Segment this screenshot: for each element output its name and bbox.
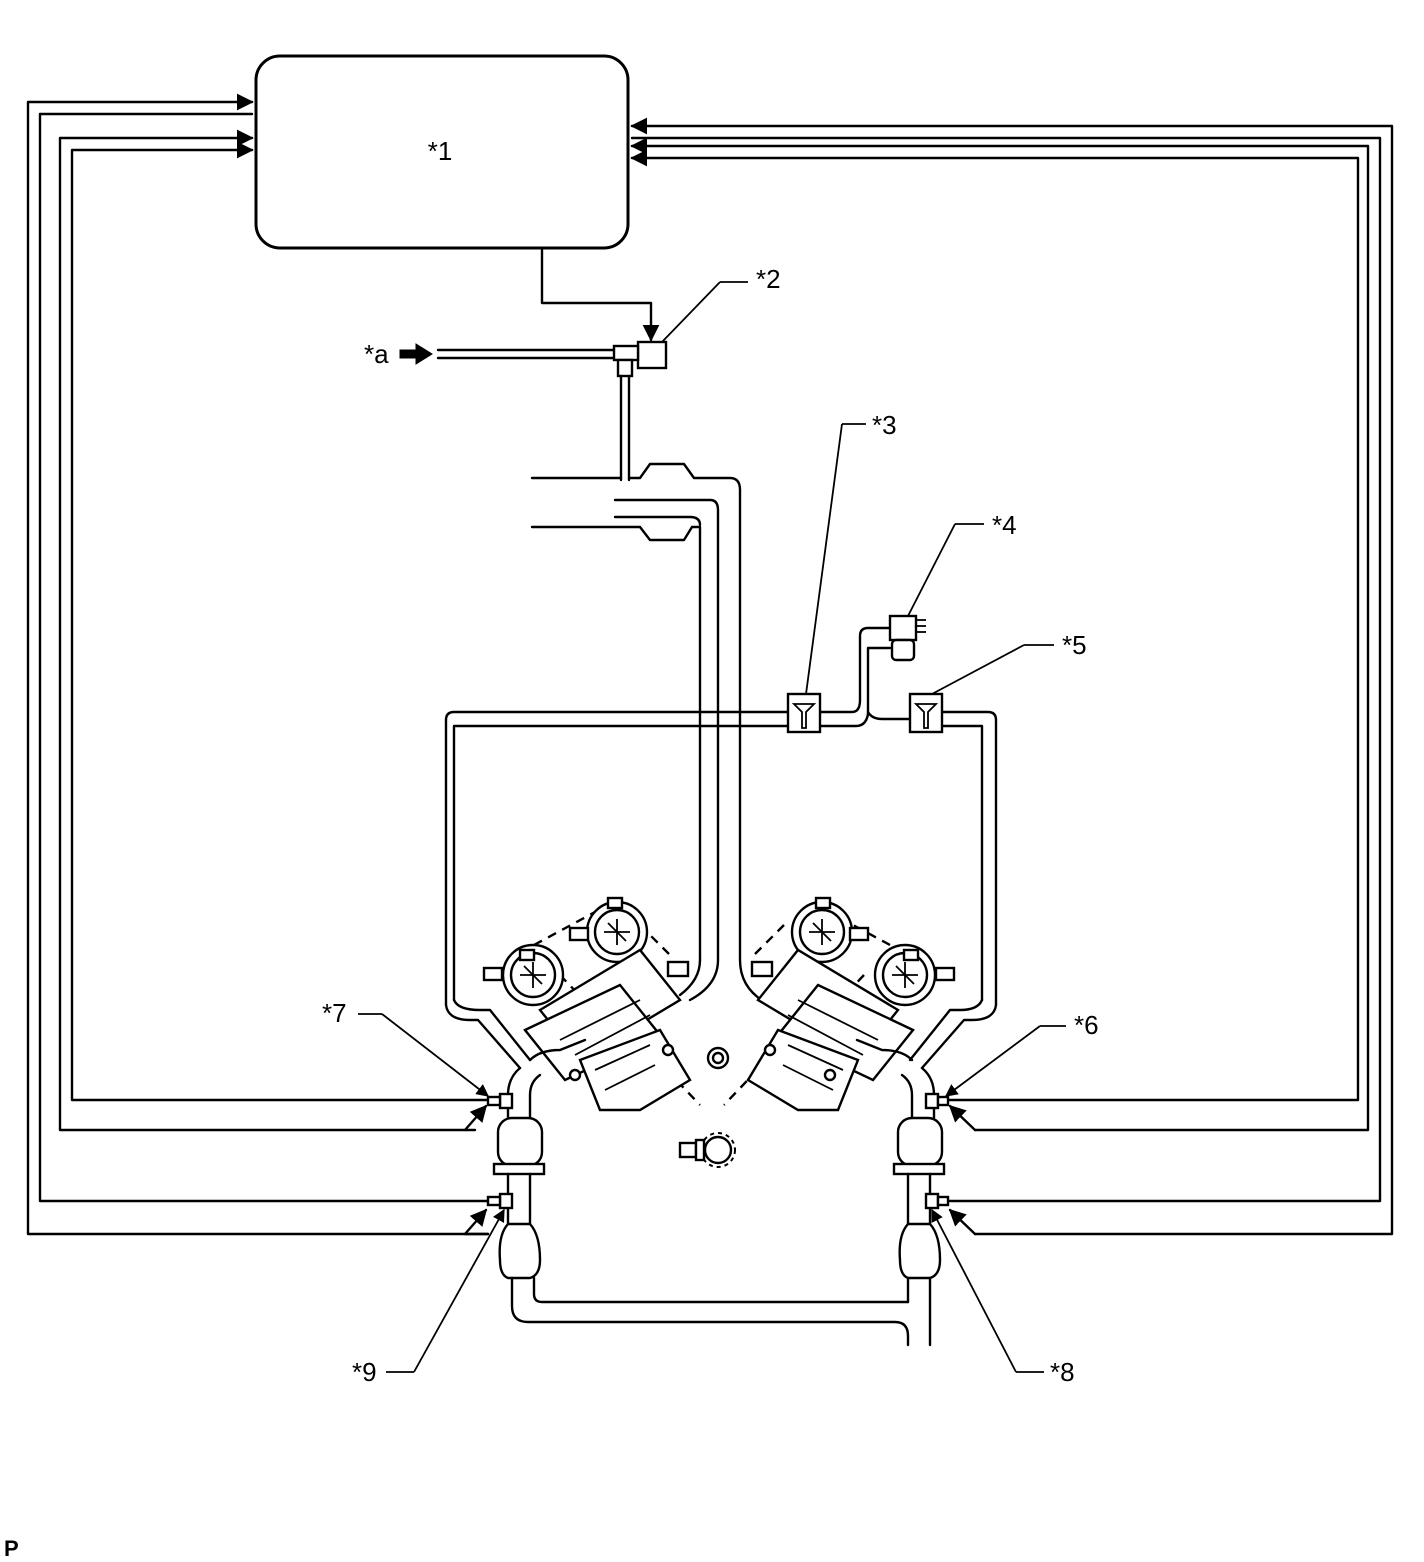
- callout-9: *9: [352, 1208, 505, 1387]
- left-sensor-wires: [26, 93, 504, 1236]
- exhaust-right: [855, 1038, 946, 1347]
- part2-label: *2: [756, 264, 781, 294]
- sensor-8: [924, 1192, 950, 1210]
- part8-label: *8: [1050, 1357, 1075, 1387]
- part4-label: *4: [992, 510, 1017, 540]
- air-inlet-label: *a: [364, 339, 389, 369]
- callout-6: *6: [944, 1010, 1099, 1097]
- control-wire: [540, 248, 660, 342]
- air-switching-valve-3: *3: [786, 410, 897, 734]
- footer-code: P: [4, 1536, 19, 1561]
- callout-8: *8: [931, 1208, 1075, 1387]
- part9-label: *9: [352, 1357, 377, 1387]
- crank-sprocket: [678, 1046, 736, 1168]
- intake-pipe: [530, 462, 822, 1032]
- right-sensor-wires: [630, 117, 1394, 1236]
- air-switching-valve-5: *5: [908, 630, 1087, 734]
- part3-label: *3: [872, 410, 897, 440]
- sensor-7: [486, 1092, 514, 1110]
- ecm-label: *1: [428, 136, 453, 166]
- callout-7: *7: [322, 998, 489, 1097]
- air-valve-2: *2: [612, 264, 781, 378]
- sensor-9: [486, 1192, 514, 1210]
- sensor-6: [924, 1092, 950, 1110]
- engine-right-bank: [723, 896, 956, 1112]
- exhaust-left: [492, 1038, 910, 1347]
- part5-label: *5: [1062, 630, 1087, 660]
- ecm-unit: *1: [254, 54, 630, 250]
- engine-left-bank: [482, 896, 701, 1112]
- pressure-sensor-4: *4: [888, 510, 1017, 662]
- air-distribution-loop: [444, 626, 998, 1070]
- part7-label: *7: [322, 998, 347, 1028]
- air-inlet: *a: [364, 339, 631, 482]
- part6-label: *6: [1074, 1010, 1099, 1040]
